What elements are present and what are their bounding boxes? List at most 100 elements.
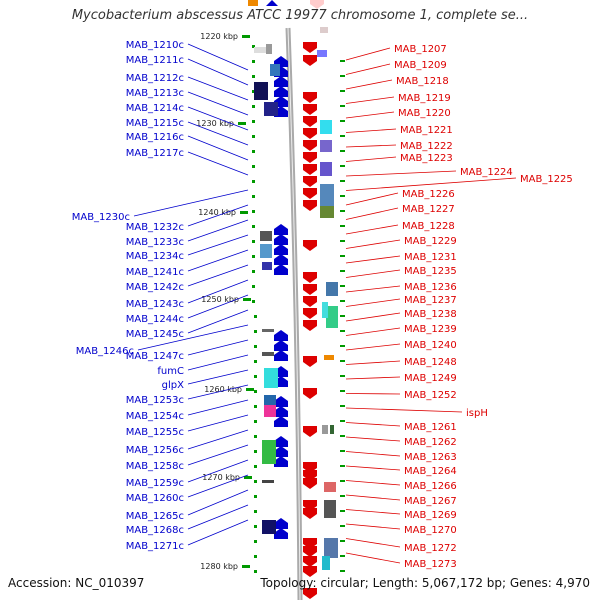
plus-gene-label[interactable]: MAB_1262 (404, 437, 457, 448)
plus-gene-label[interactable]: MAB_1231 (404, 252, 457, 263)
feature-block (264, 405, 276, 417)
plus-gene-label[interactable]: MAB_1235 (404, 266, 457, 277)
plus-gene-label[interactable]: MAB_1261 (404, 422, 457, 433)
plus-gene-label[interactable]: MAB_1226 (402, 189, 455, 200)
plus-gene-label[interactable]: MAB_1209 (394, 60, 447, 71)
feature-block (262, 520, 276, 534)
plus-gene-label[interactable]: ispH (466, 408, 488, 419)
minus-gene-label[interactable]: MAB_1259c (126, 478, 184, 489)
label-connector (345, 298, 401, 307)
minus-gene-label[interactable]: MAB_1271c (126, 541, 184, 552)
minus-gene-label[interactable]: MAB_1265c (126, 511, 184, 522)
minus-gene-label[interactable]: MAB_1233c (126, 237, 184, 248)
plus-gene-arrow (303, 388, 317, 399)
plus-gene-arrow (303, 42, 317, 53)
minus-gene-arrow (274, 446, 288, 457)
axis-dot (254, 540, 257, 543)
minus-gene-label[interactable]: MAB_1214c (126, 103, 184, 114)
minus-gene-label[interactable]: MAB_1234c (126, 251, 184, 262)
plus-gene-label[interactable]: MAB_1239 (404, 324, 457, 335)
minus-gene-label[interactable]: MAB_1241c (126, 267, 184, 278)
minus-gene-label[interactable]: MAB_1244c (126, 314, 184, 325)
plus-gene-label[interactable]: MAB_1225 (520, 174, 573, 185)
plus-gene-label[interactable]: MAB_1266 (404, 481, 457, 492)
axis-dot (252, 300, 255, 303)
plus-gene-label[interactable]: MAB_1219 (398, 93, 451, 104)
label-connector (187, 474, 249, 498)
plus-gene-label[interactable]: MAB_1237 (404, 295, 457, 306)
label-connector (187, 279, 249, 304)
minus-gene-label[interactable]: MAB_1268c (126, 525, 184, 536)
minus-gene-label[interactable]: MAB_1260c (126, 493, 184, 504)
plus-gene-label[interactable]: MAB_1222 (400, 141, 453, 152)
axis-dot (340, 525, 345, 527)
minus-gene-label[interactable]: MAB_1254c (126, 411, 184, 422)
minus-gene-label[interactable]: MAB_1210c (126, 40, 184, 51)
axis-dot (340, 120, 345, 122)
plus-gene-label[interactable]: MAB_1207 (394, 44, 447, 55)
feature-block (264, 102, 278, 116)
label-connector (345, 538, 401, 548)
feature-block (264, 368, 278, 388)
label-connector (345, 239, 401, 249)
minus-gene-arrow (274, 340, 288, 351)
minus-gene-label[interactable]: MAB_1212c (126, 73, 184, 84)
minus-gene-label[interactable]: fumC (157, 366, 184, 377)
plus-gene-label[interactable]: MAB_1224 (460, 167, 513, 178)
plus-gene-label[interactable]: MAB_1267 (404, 496, 457, 507)
plus-gene-label[interactable]: MAB_1264 (404, 466, 457, 477)
minus-gene-label[interactable]: glpX (162, 380, 184, 391)
plus-gene-label[interactable]: MAB_1252 (404, 390, 457, 401)
plus-gene-label[interactable]: MAB_1272 (404, 543, 457, 554)
axis-dot (340, 60, 345, 62)
plus-gene-label[interactable]: MAB_1273 (404, 559, 457, 570)
plus-gene-label[interactable]: MAB_1248 (404, 357, 457, 368)
plus-gene-label[interactable]: MAB_1220 (398, 108, 451, 119)
scale-tick-mark (242, 35, 250, 38)
minus-gene-label[interactable]: MAB_1215c (126, 118, 184, 129)
minus-gene-label[interactable]: MAB_1253c (126, 395, 184, 406)
minus-gene-label[interactable]: MAB_1232c (126, 222, 184, 233)
plus-gene-label[interactable]: MAB_1236 (404, 282, 457, 293)
plus-gene-label[interactable]: MAB_1238 (404, 309, 457, 320)
minus-gene-label[interactable]: MAB_1217c (126, 148, 184, 159)
minus-gene-label[interactable]: MAB_1230c (72, 212, 130, 223)
label-connector (345, 494, 401, 501)
minus-gene-label[interactable]: MAB_1255c (126, 427, 184, 438)
plus-gene-label[interactable]: MAB_1263 (404, 452, 457, 463)
label-connector (345, 343, 401, 351)
feature-block (326, 282, 338, 296)
plus-gene-label[interactable]: MAB_1221 (400, 125, 453, 136)
label-connector (345, 111, 395, 119)
minus-gene-label[interactable]: MAB_1256c (126, 445, 184, 456)
plus-gene-label[interactable]: MAB_1270 (404, 525, 457, 536)
plus-gene-label[interactable]: MAB_1249 (404, 373, 457, 384)
plus-gene-label[interactable]: MAB_1223 (400, 153, 453, 164)
plus-gene-arrow (303, 478, 317, 489)
plus-gene-arrow (303, 104, 317, 115)
label-connector (137, 324, 249, 351)
plus-gene-label[interactable]: MAB_1228 (402, 221, 455, 232)
axis-dot (254, 465, 257, 468)
minus-gene-label[interactable]: MAB_1211c (126, 55, 184, 66)
minus-gene-label[interactable]: MAB_1242c (126, 282, 184, 293)
plus-gene-label[interactable]: MAB_1229 (404, 236, 457, 247)
minus-gene-label[interactable]: MAB_1216c (126, 132, 184, 143)
scale-tick-mark (240, 211, 248, 214)
label-connector (187, 399, 249, 416)
plus-gene-label[interactable]: MAB_1227 (402, 204, 455, 215)
plus-gene-label[interactable]: MAB_1218 (396, 76, 449, 87)
feature-block (262, 329, 274, 332)
plus-gene-arrow (303, 240, 317, 251)
minus-gene-label[interactable]: MAB_1245c (126, 329, 184, 340)
minus-gene-label[interactable]: MAB_1243c (126, 299, 184, 310)
scale-tick-label: 1220 kbp (200, 32, 238, 41)
plus-gene-arrow (303, 320, 317, 331)
minus-gene-label[interactable]: MAB_1247c (126, 351, 184, 362)
plus-gene-label[interactable]: MAB_1240 (404, 340, 457, 351)
minus-gene-label[interactable]: MAB_1246c (76, 346, 134, 357)
minus-gene-label[interactable]: MAB_1258c (126, 461, 184, 472)
minus-gene-label[interactable]: MAB_1213c (126, 88, 184, 99)
plus-gene-label[interactable]: MAB_1269 (404, 510, 457, 521)
